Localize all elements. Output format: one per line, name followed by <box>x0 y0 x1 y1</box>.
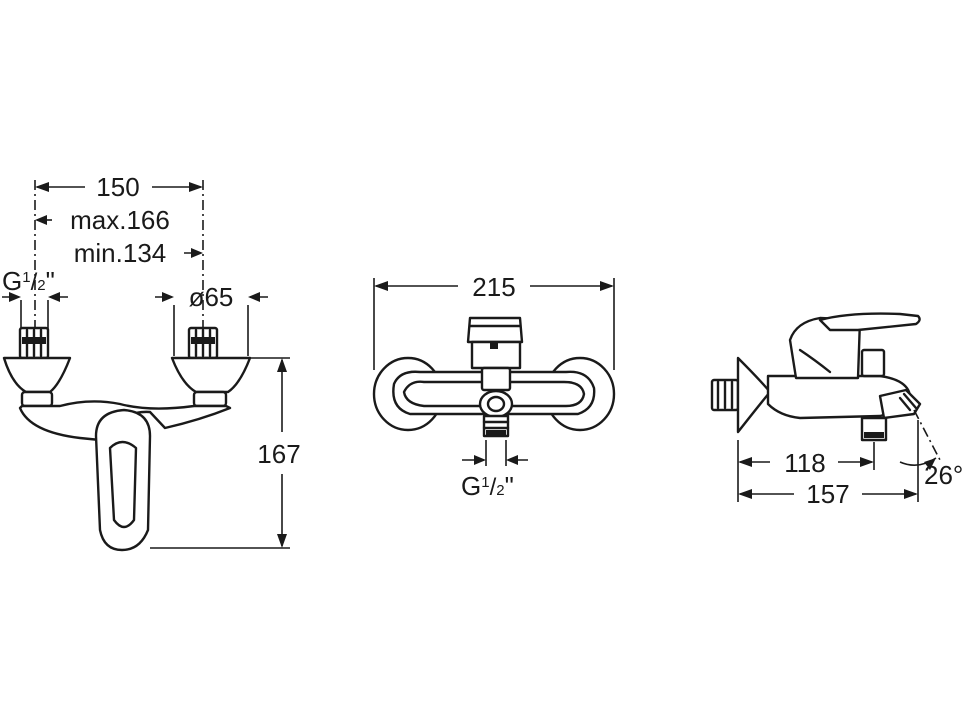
front-thread-num: 1 <box>481 474 489 491</box>
dim-150-arrow-right <box>189 182 203 192</box>
left-view: 150 max.166 min.134 G1/2" ø65 167 <box>2 172 301 552</box>
side-cartridge <box>788 316 862 380</box>
side-view: 118 157 26° <box>710 312 963 509</box>
dim-167-arrow-bottom <box>277 534 287 548</box>
left-cone <box>2 356 72 394</box>
front-thread-arrow-1 <box>474 455 486 465</box>
diam-arrow-1 <box>162 292 174 302</box>
dim-min-label: min.134 <box>74 238 167 268</box>
front-thread-den: 2 <box>496 482 504 499</box>
diam-arrow-2 <box>248 292 260 302</box>
angle-label: 26° <box>924 460 963 490</box>
left-thread-den: 2 <box>37 277 45 294</box>
front-view: 215 G1/2" <box>372 272 616 501</box>
dim-157-label: 157 <box>806 479 849 509</box>
left-eccentric <box>20 390 54 408</box>
front-spout-ring <box>478 389 514 419</box>
dim-118-label: 118 <box>784 448 825 478</box>
mixer-bar <box>18 400 232 442</box>
dim-max-label: max.166 <box>70 205 170 235</box>
front-thread-prefix: G <box>461 471 481 501</box>
dim-diameter-label: ø65 <box>189 282 234 312</box>
left-thread-suffix: " <box>46 266 55 296</box>
left-thread-label: G1/2" <box>2 266 55 296</box>
front-thread-label: G1/2" <box>461 471 514 501</box>
dim-118-arrow-left <box>738 457 752 467</box>
left-thread-arrow-2 <box>48 292 60 302</box>
dim-167-arrow-top <box>277 358 287 372</box>
dim-118-arrow-right <box>860 457 874 467</box>
dim-157-arrow-left <box>738 489 752 499</box>
front-body-inner <box>402 380 586 408</box>
left-mixer-body <box>2 326 252 552</box>
dim-max-arrow <box>35 215 47 225</box>
dim-215-arrow-left <box>374 281 388 291</box>
front-thread-slash: / <box>490 474 497 501</box>
angle-axis <box>913 409 941 461</box>
side-lever <box>818 312 921 332</box>
front-cartridge-base <box>470 340 522 370</box>
mixer-lever <box>94 408 152 552</box>
right-cone <box>170 356 252 394</box>
dim-215-arrow-right <box>600 281 614 291</box>
dim-150-arrow-left <box>35 182 49 192</box>
side-diverter <box>860 348 886 378</box>
front-cartridge <box>466 316 524 344</box>
dim-215-label: 215 <box>472 272 515 302</box>
left-thread-arrow-1 <box>9 292 21 302</box>
left-thread-slash: / <box>31 269 38 296</box>
left-thread-num: 1 <box>22 269 30 286</box>
angle-arrow <box>924 458 936 470</box>
left-thread-prefix: G <box>2 266 22 296</box>
front-diverter <box>480 366 512 392</box>
lever-inner <box>108 440 138 529</box>
dim-157-arrow-right <box>904 489 918 499</box>
dim-167-label: 167 <box>257 439 300 469</box>
right-eccentric <box>192 390 228 408</box>
dim-min-arrow <box>191 248 203 258</box>
side-escutcheon <box>736 356 772 434</box>
front-thread-arrow-2 <box>506 455 518 465</box>
dim-150-label: 150 <box>96 172 139 202</box>
front-thread-suffix: " <box>505 471 514 501</box>
